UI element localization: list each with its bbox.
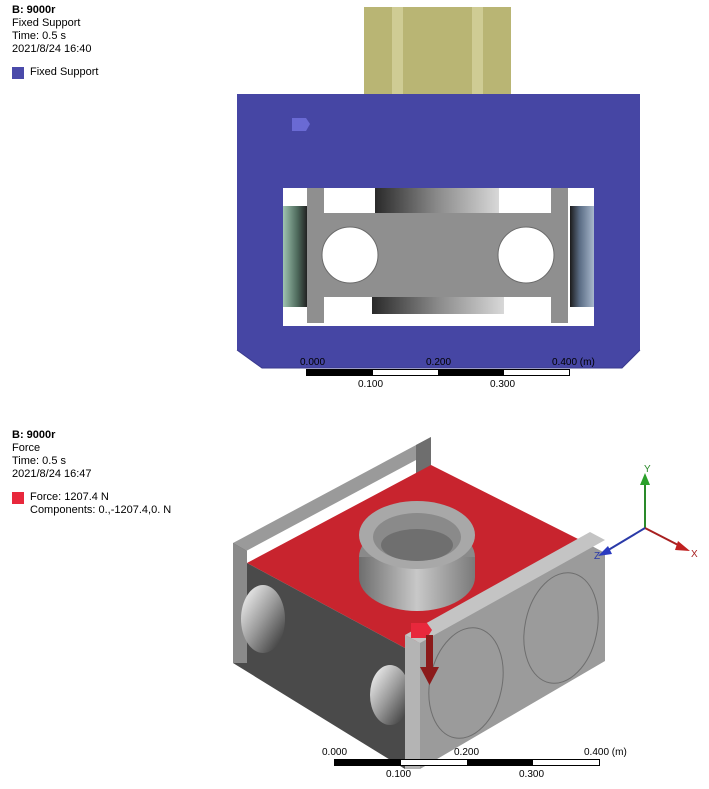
lower-shaft bbox=[372, 297, 504, 314]
coordinate-triad: Y X Z bbox=[594, 464, 698, 562]
legend-subtitle: Force bbox=[12, 442, 41, 454]
scale-label: 0.000 bbox=[300, 357, 326, 368]
legend-subtitle: Fixed Support bbox=[12, 17, 81, 29]
olive-highlight bbox=[392, 7, 403, 95]
scale-bar: 0.000 0.200 0.400 (m) 0.100 0.300 bbox=[300, 357, 595, 393]
scale-label: 0.400 (m) bbox=[552, 357, 595, 368]
legend-item-label: Fixed Support bbox=[30, 66, 99, 78]
fixed-support-legend: B: 9000r Fixed Support Time: 0.5 s 2021/… bbox=[12, 4, 98, 79]
y-axis-arrow-icon bbox=[640, 473, 650, 485]
olive-block bbox=[364, 7, 511, 95]
triad-x-label: X bbox=[691, 549, 698, 560]
scale-label: 0.100 bbox=[386, 769, 412, 780]
force-arrow-shaft bbox=[426, 635, 433, 669]
scale-label: 0.100 bbox=[358, 379, 384, 390]
scale-bar: 0.000 0.200 0.400 (m) 0.100 0.300 bbox=[322, 747, 627, 783]
boss-bore-inner bbox=[381, 529, 453, 561]
legend-date: 2021/8/24 16:47 bbox=[12, 468, 92, 480]
force-legend: B: 9000r Force Time: 0.5 s 2021/8/24 16:… bbox=[12, 429, 171, 517]
triad-y-label: Y bbox=[644, 464, 651, 475]
right-hole bbox=[497, 226, 555, 284]
fixed-support-swatch bbox=[12, 67, 24, 79]
legend-title: B: 9000r bbox=[12, 429, 56, 441]
front-rail bbox=[405, 635, 420, 769]
side-hole bbox=[370, 665, 410, 725]
right-pin bbox=[570, 206, 594, 307]
upper-shaft bbox=[375, 188, 499, 213]
legend-date: 2021/8/24 16:40 bbox=[12, 43, 92, 55]
olive-highlight bbox=[472, 7, 483, 95]
x-axis-arrow-icon bbox=[675, 541, 690, 551]
scale-label: 0.400 (m) bbox=[584, 747, 627, 758]
side-hole bbox=[241, 585, 285, 653]
legend-item: Force: 1207.4 N Components: 0.,-1207.4,0… bbox=[12, 491, 171, 517]
force-arrow-head-icon bbox=[420, 667, 439, 685]
legend-title: B: 9000r bbox=[12, 4, 56, 16]
front-rail-top bbox=[405, 532, 605, 643]
force-model[interactable]: Y X Z bbox=[0, 395, 709, 789]
scale-label: 0.300 bbox=[519, 769, 545, 780]
fixed-support-view: B: 9000r Fixed Support Time: 0.5 s 2021/… bbox=[0, 0, 709, 395]
scale-bar-segments bbox=[334, 759, 600, 766]
legend-time: Time: 0.5 s bbox=[12, 30, 66, 42]
scale-label: 0.000 bbox=[322, 747, 348, 758]
support-marker-icon bbox=[292, 118, 310, 131]
scale-label: 0.200 bbox=[426, 357, 452, 368]
left-pin bbox=[283, 206, 307, 307]
scale-label: 0.200 bbox=[454, 747, 480, 758]
legend-time: Time: 0.5 s bbox=[12, 455, 66, 467]
force-view: B: 9000r Force Time: 0.5 s 2021/8/24 16:… bbox=[0, 395, 709, 789]
left-hole bbox=[321, 226, 379, 284]
back-rail bbox=[233, 437, 431, 558]
legend-item-components: Components: 0.,-1207.4,0. N bbox=[30, 504, 172, 516]
force-swatch bbox=[12, 492, 24, 504]
boss-side bbox=[359, 557, 475, 611]
force-marker-icon bbox=[411, 623, 432, 638]
legend-item-label: Force: 1207.4 N bbox=[30, 491, 109, 503]
fixed-support-model[interactable] bbox=[0, 0, 709, 395]
front-hole bbox=[523, 572, 599, 684]
scale-bar-segments bbox=[306, 369, 570, 376]
triad-z-label: Z bbox=[594, 551, 600, 562]
legend-item: Fixed Support bbox=[12, 66, 98, 79]
scale-label: 0.300 bbox=[490, 379, 516, 390]
z-axis-arrow-icon bbox=[598, 546, 612, 556]
